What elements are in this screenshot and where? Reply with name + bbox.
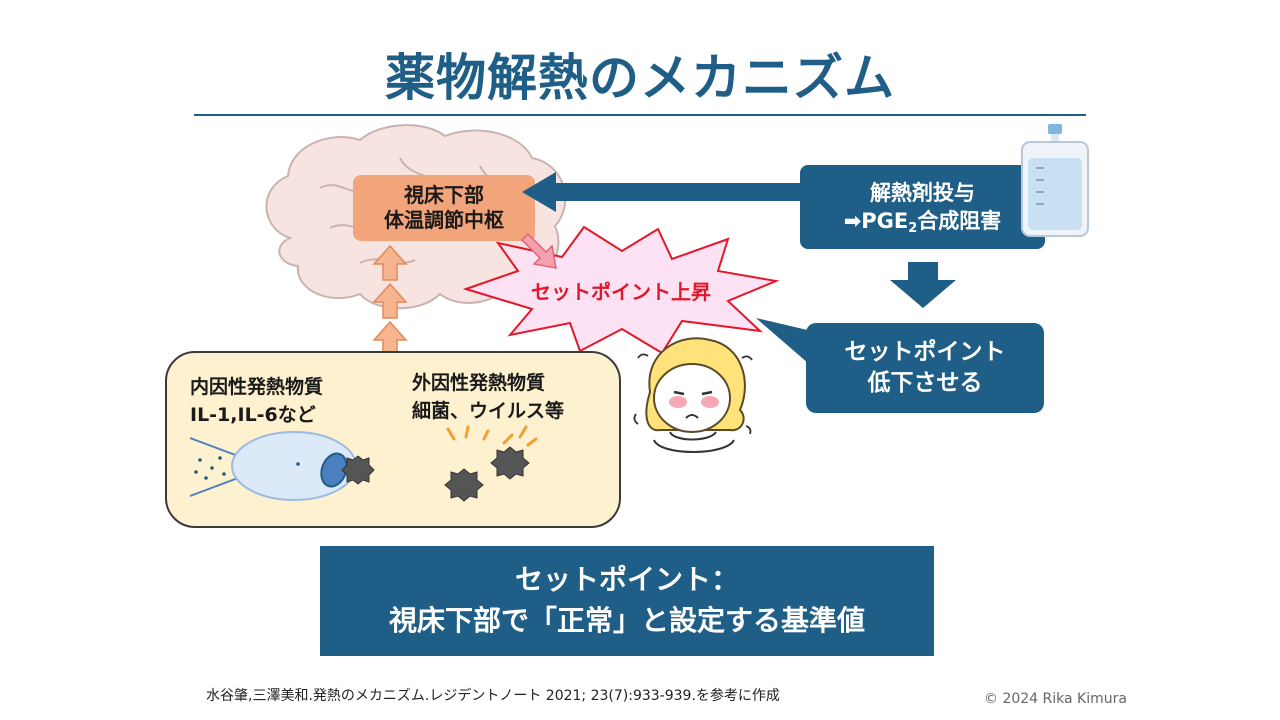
antipyretic-prefix: ➡PGE	[843, 209, 909, 233]
iv-bag-icon	[1021, 124, 1089, 237]
title-divider	[194, 114, 1086, 116]
definition-label-1: セットポイント：	[514, 563, 739, 597]
immune-cell-icon	[189, 431, 375, 501]
endogenous-label-2: IL-1,IL-6など	[190, 403, 316, 426]
callout-tail	[756, 318, 816, 370]
exogenous-label-1: 外因性発熱物質	[412, 372, 546, 394]
left-arrow-icon	[522, 172, 807, 212]
setpoint-lower-label-1: セットポイント	[844, 338, 1006, 365]
up-arrows-icon	[372, 244, 408, 355]
hypothalamus-label-1: 視床下部	[404, 183, 484, 207]
antipyretic-label-1: 解熱剤投与	[870, 180, 975, 205]
down-arrow-icon	[890, 262, 956, 308]
setpoint-lower-box: セットポイント 低下させる	[806, 323, 1044, 413]
diagonal-arrow-icon	[520, 232, 557, 269]
antipyretic-suffix: 合成阻害	[917, 209, 1002, 233]
citation: 水谷肇,三澤美和.発熱のメカニズム.レジデントノート 2021; 23(7):9…	[206, 688, 780, 704]
feverish-face-icon	[633, 337, 753, 453]
exogenous-label-2: 細菌、ウイルス等	[412, 399, 565, 422]
endogenous-pyrogen-label: 内因性発熱物質 IL-1,IL-6など	[190, 374, 323, 429]
hypothalamus-box: 視床下部 体温調節中枢	[353, 175, 535, 241]
copyright: © 2024 Rika Kimura	[984, 691, 1127, 707]
bacteria-icon	[444, 425, 538, 502]
endogenous-label-1: 内因性発熱物質	[190, 376, 324, 398]
exogenous-pyrogen-label: 外因性発熱物質 細菌、ウイルス等	[412, 370, 564, 425]
definition-label-2: 視床下部で「正常」と設定する基準値	[388, 604, 865, 637]
page-title: 薬物解熱のメカニズム	[385, 49, 895, 107]
definition-box: セットポイント： 視床下部で「正常」と設定する基準値	[320, 546, 934, 656]
hypothalamus-label-2: 体温調節中枢	[384, 208, 504, 232]
pyrogen-box	[165, 351, 621, 528]
setpoint-rise-label: セットポイント上昇	[531, 279, 711, 304]
setpoint-lower-label-2: 低下させる	[867, 370, 983, 396]
antipyretic-subscript: 2	[908, 221, 918, 236]
